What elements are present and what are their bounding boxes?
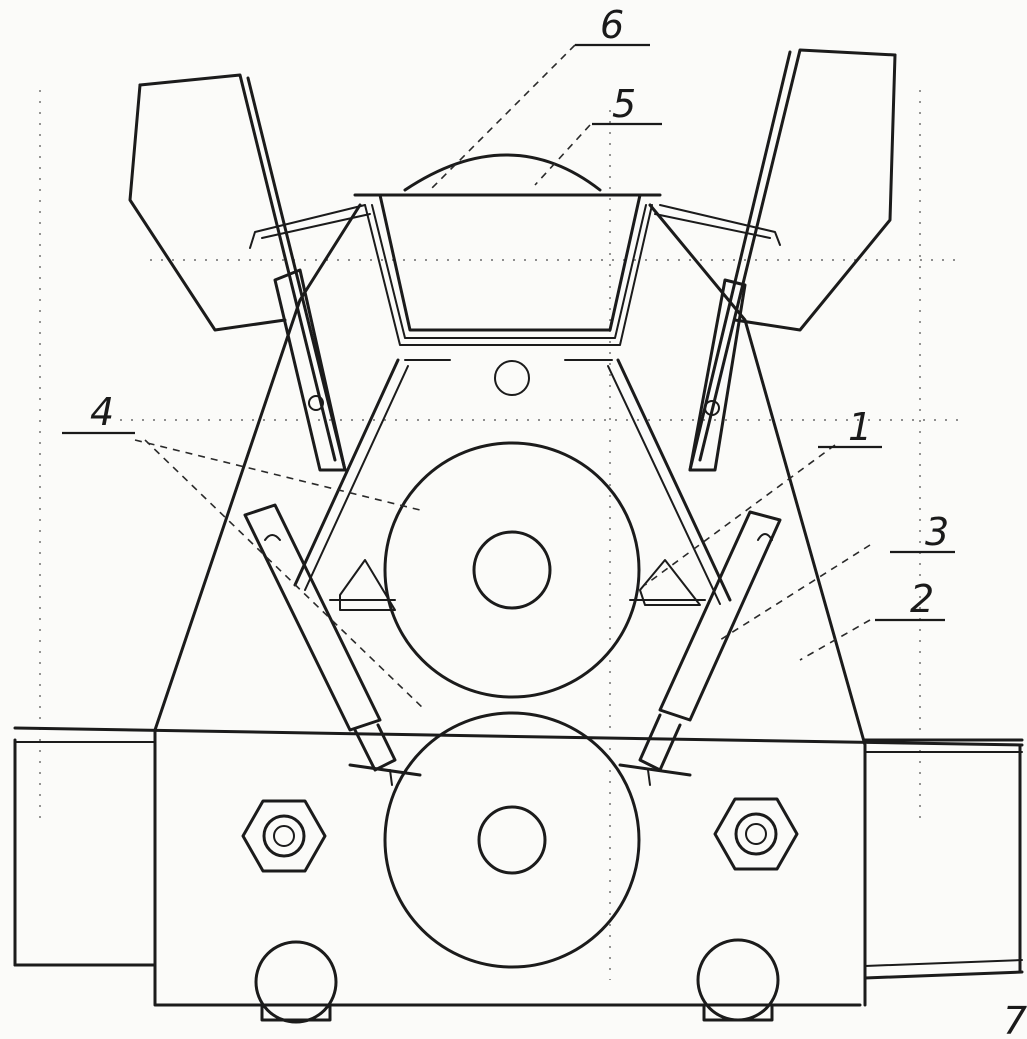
- callout-4: 4: [90, 390, 114, 434]
- right-hopper-wall: [654, 48, 897, 472]
- callout-2: 2: [910, 577, 934, 621]
- left-wheel: [254, 940, 338, 1024]
- main-frame: [153, 203, 867, 1007]
- callout-3-group: 3: [890, 510, 955, 554]
- callout-5-group: 5: [592, 82, 662, 126]
- callout-1-group: 1: [818, 405, 882, 449]
- callout-7: 7: [1003, 999, 1027, 1039]
- left-hopper-wall: [128, 73, 371, 472]
- callout-7-group: 7: [1003, 999, 1027, 1039]
- right-cylinder: [618, 510, 782, 786]
- callout-1: 1: [848, 405, 872, 449]
- right-hex-nut: [713, 797, 799, 871]
- right-wheel: [696, 938, 780, 1022]
- base-rail: [13, 726, 1024, 980]
- callout-2-group: 2: [875, 577, 945, 622]
- callout-3: 3: [925, 510, 949, 554]
- callout-5: 5: [612, 82, 636, 126]
- feed-hopper: [353, 153, 662, 396]
- upper-roller: [383, 441, 641, 699]
- leader-lines: [134, 44, 871, 711]
- left-cylinder: [243, 503, 422, 786]
- callout-4-group: 4: [62, 390, 135, 435]
- callout-6: 6: [600, 3, 624, 47]
- lower-roller: [383, 711, 641, 969]
- callout-6-group: 6: [575, 3, 650, 47]
- background-texture: [39, 90, 960, 980]
- guide-chute: [293, 358, 732, 611]
- left-hex-nut: [241, 799, 327, 873]
